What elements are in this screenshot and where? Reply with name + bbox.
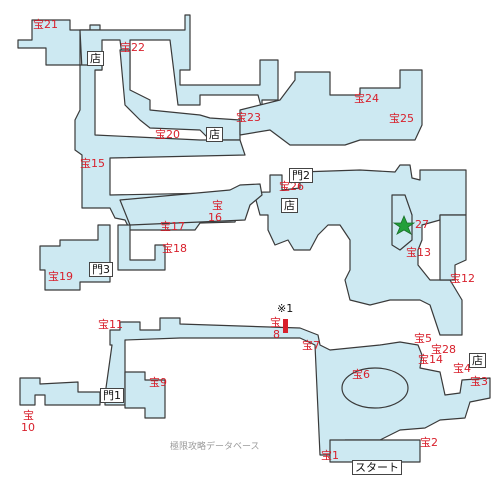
treasure-2: 宝2 [420, 436, 438, 449]
treasure-24: 宝24 [354, 92, 379, 105]
floor-lower-left-room [19, 377, 101, 406]
treasure-22: 宝22 [120, 41, 145, 54]
treasure-16-a: 宝 [212, 199, 223, 212]
shop-marker-4: 店 [469, 353, 486, 368]
door-bar [283, 319, 288, 333]
treasure-14: 宝14 [418, 353, 443, 366]
treasure-10-b: 10 [21, 421, 35, 434]
treasure-27: 27 [415, 218, 429, 231]
treasure-8-a: 宝 [270, 316, 281, 329]
treasure-26: 宝26 [279, 180, 304, 193]
treasure-25: 宝25 [389, 112, 414, 125]
floor-lower-room [124, 371, 166, 419]
treasure-23: 宝23 [236, 111, 261, 124]
floor-middle-corridor [104, 317, 491, 456]
floor-top-corridor [79, 14, 279, 111]
shop-marker-3: 店 [281, 198, 298, 213]
treasure-13: 宝13 [406, 246, 431, 259]
treasure-16-b: 16 [208, 211, 222, 224]
treasure-11: 宝11 [98, 318, 123, 331]
treasure-9: 宝9 [149, 376, 167, 389]
treasure-4: 宝4 [453, 362, 471, 375]
shop-marker-2: 店 [206, 127, 223, 142]
note-mark: ※1 [277, 302, 294, 315]
treasure-5: 宝5 [414, 332, 432, 345]
shop-marker-1: 店 [87, 51, 104, 66]
treasure-20: 宝20 [155, 128, 180, 141]
treasure-19: 宝19 [48, 270, 73, 283]
star-icon [392, 214, 416, 235]
floor-oval-pillar [341, 367, 409, 409]
treasure-1: 宝1 [321, 449, 339, 462]
treasure-8-b: 8 [273, 328, 280, 341]
floor-diagonal-band [119, 183, 263, 226]
treasure-10-a: 宝 [23, 409, 34, 422]
gate-2-marker: 門2 [289, 168, 313, 183]
treasure-21: 宝21 [33, 18, 58, 31]
watermark: 極限攻略データベース [170, 442, 260, 452]
gate-1-marker: 門1 [100, 388, 124, 403]
treasure-28: 宝28 [431, 343, 456, 356]
floor-east-column [439, 214, 467, 281]
floor-start-alcove [329, 439, 421, 463]
start-marker: スタート [352, 460, 402, 475]
treasure-12: 宝12 [450, 272, 475, 285]
treasure-17: 宝17 [160, 220, 185, 233]
floor-west-spine [74, 64, 467, 336]
treasure-18: 宝18 [162, 242, 187, 255]
floor-u-room [117, 224, 166, 271]
treasure-7: 宝7 [302, 339, 320, 352]
treasure-6: 宝6 [352, 368, 370, 381]
treasure-15: 宝15 [80, 157, 105, 170]
treasure-3: 宝3 [470, 375, 488, 388]
gate-3-marker: 門3 [89, 262, 113, 277]
floor-upper-right-hall [239, 69, 423, 146]
